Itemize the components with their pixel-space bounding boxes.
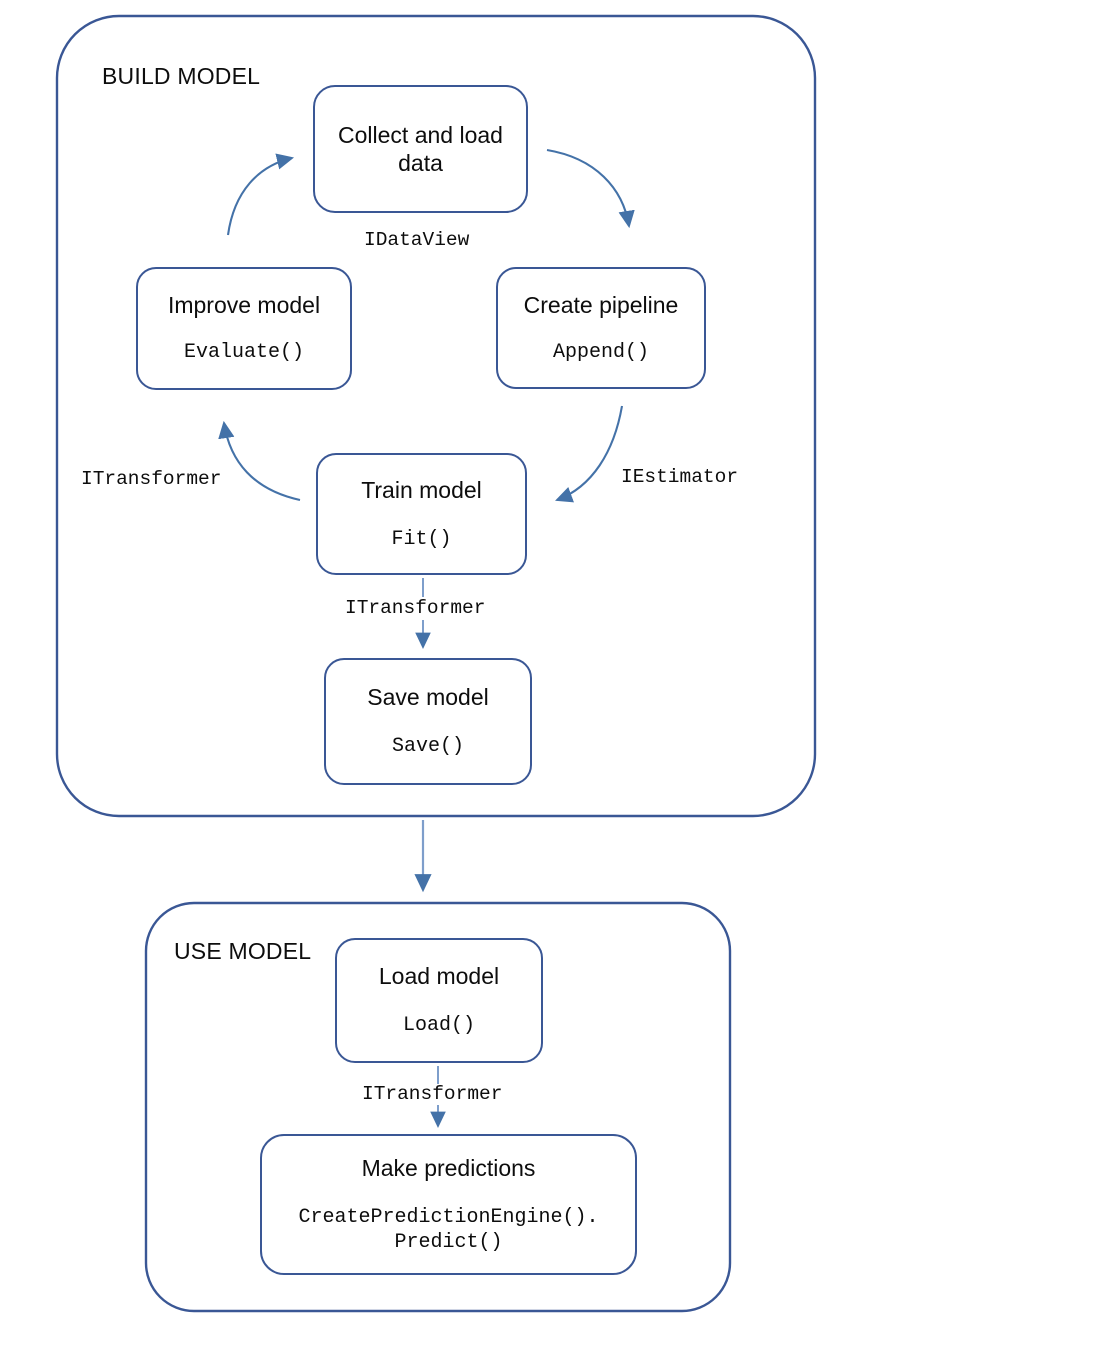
edge-label-idataview: IDataView [364,229,470,251]
build-model-label: BUILD MODEL [102,63,261,89]
node-collect-and-load-data[interactable]: Collect and load data [313,85,528,213]
arrow-train-to-improve [218,420,301,502]
node-save-model-api: Save() [391,735,464,759]
node-train-model-title: Train model [361,476,482,503]
edge-label-itransformer-improve: ITransformer [81,468,222,490]
node-collect-title: Collect and load data [338,121,503,176]
edge-label-itransformer-save: ITransformer [345,597,486,619]
node-save-model[interactable]: Save model Save() [324,658,532,785]
node-improve-model-title: Improve model [167,292,321,319]
node-load-model-title: Load model [378,963,500,990]
node-load-model[interactable]: Load model Load() [335,938,543,1063]
arrow-collect-to-pipeline [546,148,635,229]
node-create-pipeline[interactable]: Create pipeline Append() [496,267,706,389]
node-improve-model-api: Evaluate() [183,341,305,365]
node-train-model[interactable]: Train model Fit() [316,453,527,575]
use-model-label: USE MODEL [174,938,312,964]
edge-label-iestimator: IEstimator [621,466,739,488]
node-create-pipeline-api: Append() [552,340,649,364]
node-load-model-api: Load() [402,1014,475,1038]
edge-label-itransformer-predict: ITransformer [362,1083,503,1105]
node-make-predictions-title: Make predictions [361,1155,536,1182]
node-save-model-title: Save model [367,684,489,711]
node-train-model-api: Fit() [391,527,452,551]
node-improve-model[interactable]: Improve model Evaluate() [136,267,352,390]
node-create-pipeline-title: Create pipeline [523,291,679,318]
node-make-predictions[interactable]: Make predictions CreatePredictionEngine(… [260,1134,637,1275]
arrow-pipeline-to-train [555,405,624,503]
node-make-predictions-api: CreatePredictionEngine(). Predict() [298,1206,599,1254]
arrow-improve-to-collect [226,153,295,236]
